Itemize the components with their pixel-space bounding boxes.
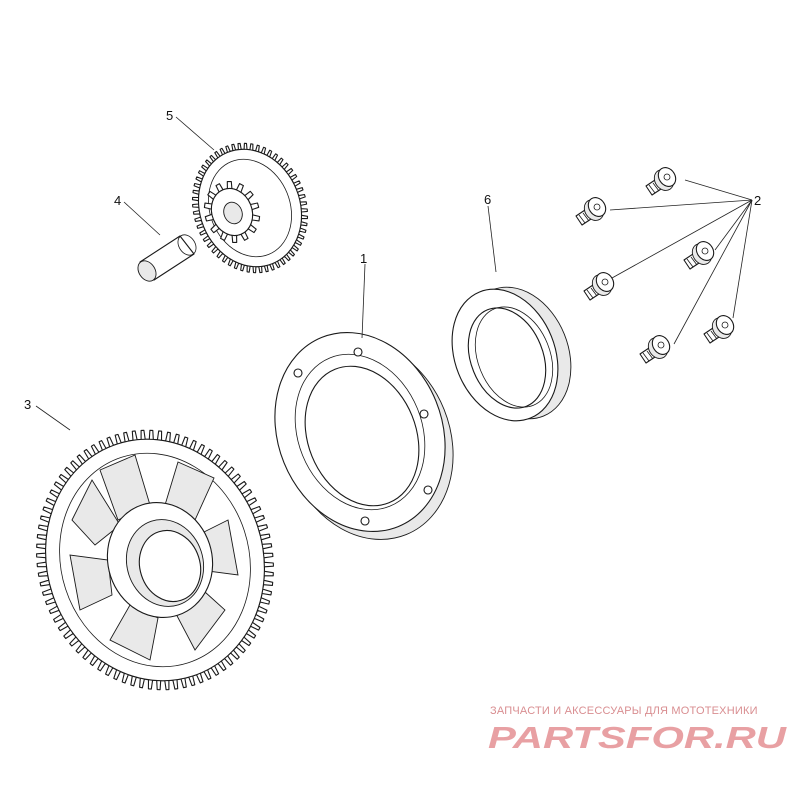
watermark-tagline: ЗАПЧАСТИ И АКСЕССУАРЫ ДЛЯ МОТОТЕХНИКИ	[490, 705, 758, 717]
part-2-screws	[575, 167, 735, 364]
screw	[583, 272, 615, 301]
callout-2: 2	[754, 193, 761, 208]
screw	[575, 197, 607, 226]
part-4-pin	[137, 234, 197, 282]
callout-3: 3	[24, 397, 31, 412]
part-5-double-gear	[191, 142, 309, 274]
screw	[683, 241, 715, 270]
watermark-logo-text: PARTSFOR.RU	[488, 720, 788, 754]
callout-6: 6	[484, 192, 491, 207]
callout-5: 5	[166, 108, 173, 123]
part-6-bearing	[451, 286, 572, 422]
callout-1: 1	[360, 251, 367, 266]
part-3-ring-gear	[36, 429, 274, 691]
leader-lines	[35, 116, 753, 431]
part-1-flange	[274, 332, 454, 540]
watermark-logo: PARTSFOR.RU	[488, 720, 788, 754]
screw	[703, 315, 735, 344]
callout-4: 4	[114, 193, 121, 208]
screw	[645, 167, 677, 196]
screw	[639, 335, 671, 364]
